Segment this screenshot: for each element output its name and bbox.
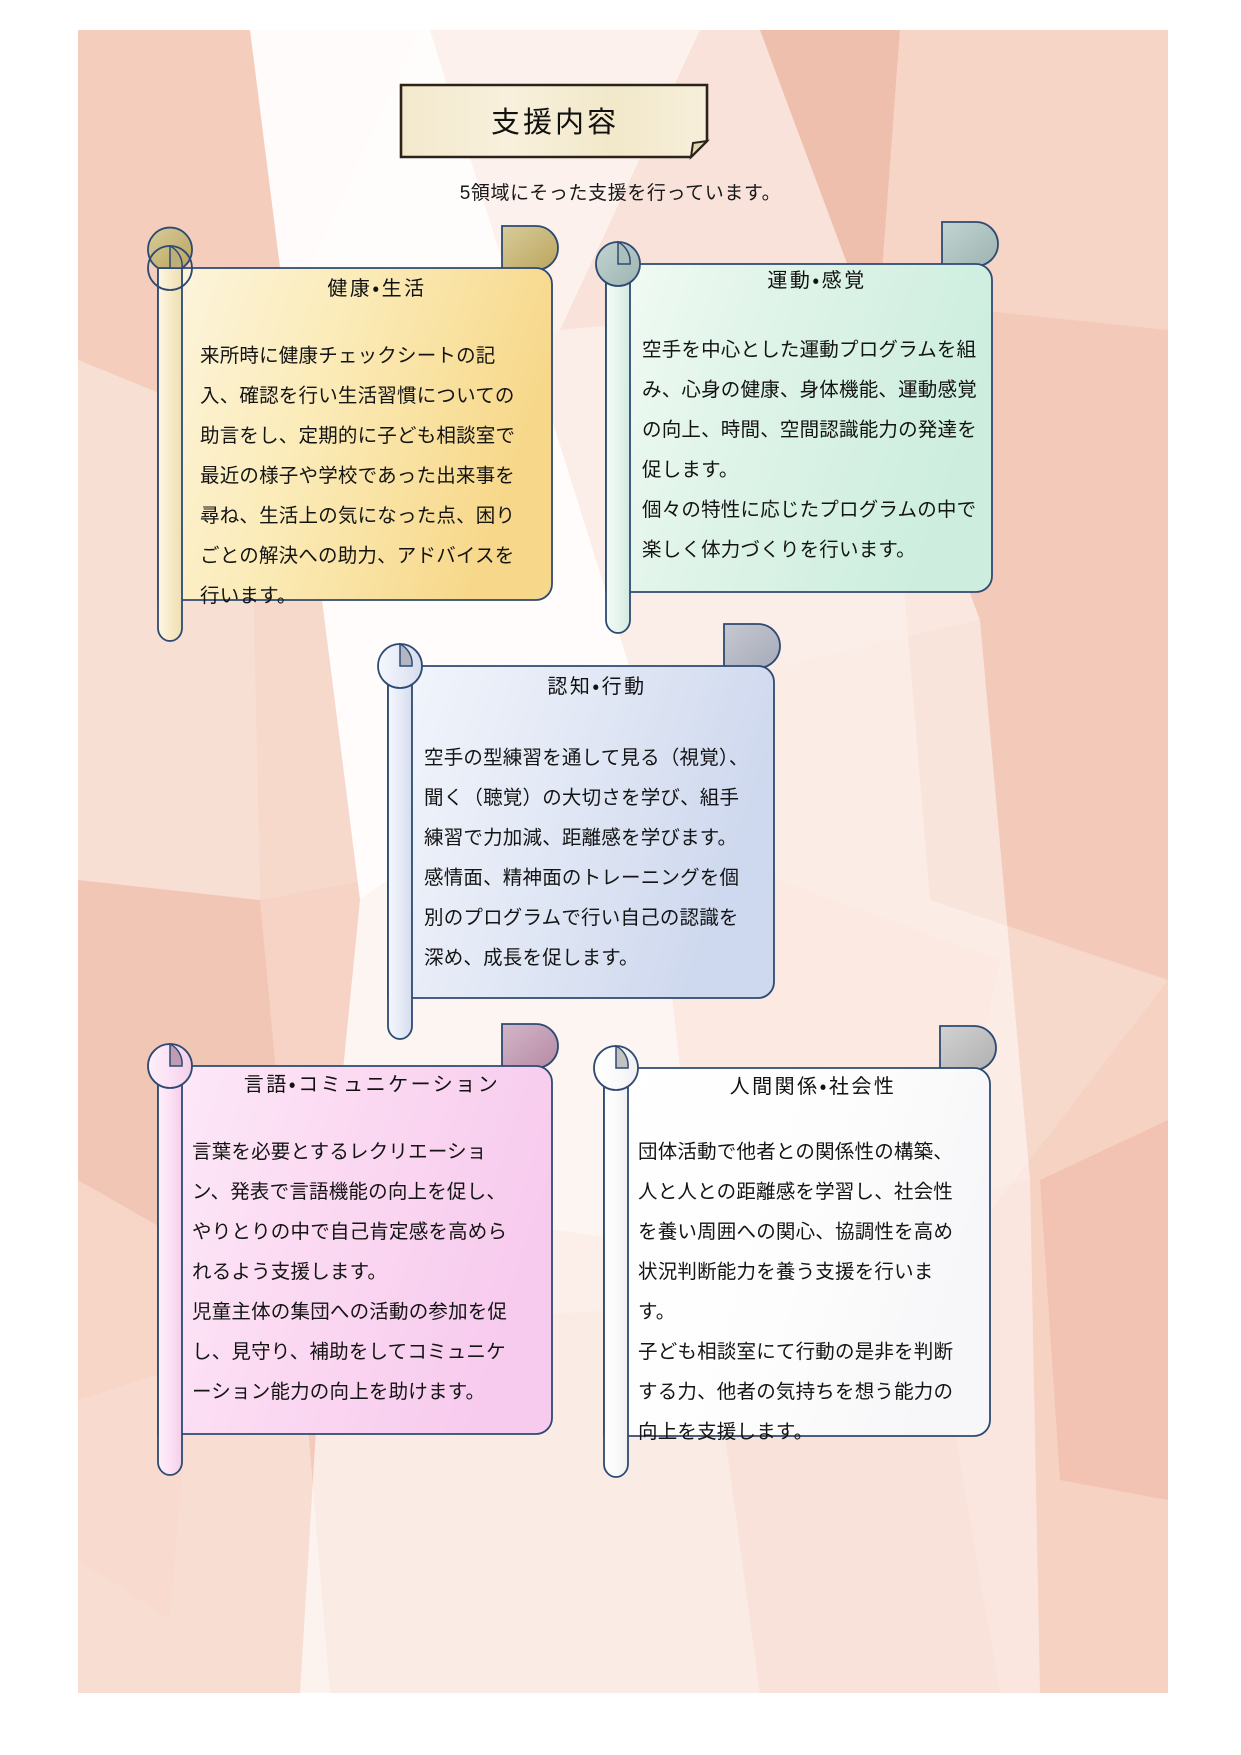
- page-subtitle: 5領域にそった支援を行っています。: [459, 183, 782, 204]
- page-title-banner: 支援内容: [399, 83, 710, 160]
- card-title-motor: 運動・感覚: [767, 270, 867, 292]
- card-title-health: 健康・生活: [327, 278, 427, 300]
- card-title-social: 人間関係・社会性: [729, 1076, 897, 1098]
- card-title-cognition: 認知・行動: [547, 676, 647, 698]
- card-title-language: 言語・コミュニケーション: [243, 1074, 501, 1096]
- card-body-language: 言葉を必要とするレクリエーション、発表で言語機能の向上を促し、やりとりの中で自己…: [192, 1141, 508, 1403]
- card-body-social: 団体活動で他者との関係性の構築、人と人との距離感を学習し、社会性を養い周囲への関…: [638, 1141, 954, 1443]
- scroll-card-social: 人間関係・社会性 団体活動で他者との関係性の構築、人と人との距離感を学習し、社会…: [578, 1022, 1002, 1488]
- scroll-card-language: 言語・コミュニケーション 言葉を必要とするレクリエーション、発表で言語機能の向上…: [132, 1020, 564, 1486]
- scroll-card-motor: 運動・感覚 空手を中心とした運動プログラムを組み、心身の健康、身体機能、運動感覚…: [580, 218, 1004, 644]
- page-title-text: 支援内容: [490, 106, 619, 139]
- scroll-card-cognition: 認知・行動 空手の型練習を通して見る（視覚）、聞く（聴覚）の大切さを学び、組手練…: [362, 620, 786, 1050]
- card-body-motor: 空手を中心とした運動プログラムを組み、心身の健康、身体機能、運動感覚の向上、時間…: [642, 339, 977, 561]
- card-body-health: 来所時に健康チェックシートの記入、確認を行い生活習慣についての助言をし、定期的に…: [200, 345, 516, 607]
- card-body-cognition: 空手の型練習を通して見る（視覚）、聞く（聴覚）の大切さを学び、組手練習で力加減、…: [424, 747, 749, 969]
- scroll-card-health: 健康・生活 来所時に健康チェックシートの記入、確認を行い生活習慣についての助言を…: [132, 222, 564, 652]
